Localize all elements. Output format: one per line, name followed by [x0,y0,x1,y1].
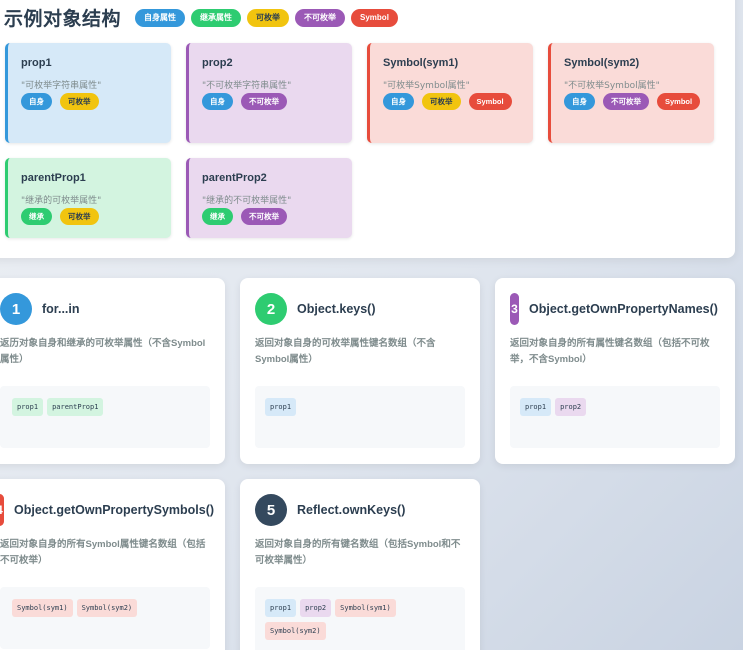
enumerable-badge: 可枚举 [60,208,99,225]
inherited-badge: 继承 [202,208,233,225]
result-chip: prop1 [12,398,44,416]
method-result: prop1 prop2 Symbol(sym1) Symbol(sym2) [255,587,465,650]
method-number-badge: 2 [255,293,287,325]
prop-name: parentProp1 [21,172,86,184]
result-chip: parentProp1 [47,398,104,416]
result-chip: Symbol(sym1) [335,599,396,617]
enumerable-badge: 可枚举 [422,93,461,110]
result-chip: prop1 [265,599,297,617]
prop-card-prop2: prop2 "不可枚举字符串属性" 自身 不可枚举 [186,43,352,143]
non-enumerable-badge: 不可枚举 [241,208,287,225]
method-desc: 返回对象自身的所有Symbol属性键名数组（包括不可枚举） [0,539,206,566]
page-title: 示例对象结构 [4,9,122,30]
method-desc: 返回对象自身的所有属性键名数组（包括不可枚举，不含Symbol） [510,338,710,365]
method-card-for-in: 1 for...in 返历对象自身和继承的可枚举属性（不含Symbol属性） p… [0,278,225,464]
non-enumerable-badge: 不可枚举 [603,93,649,110]
prop-desc: "不可枚举字符串属性" [202,81,292,91]
method-title: Reflect.ownKeys() [297,503,406,517]
inherited-badge: 继承 [21,208,52,225]
prop-name: prop1 [21,57,52,69]
prop-name: prop2 [202,57,233,69]
method-result: prop1 [255,386,465,448]
method-desc: 返回对象自身的可枚举属性键名数组（不含Symbol属性） [255,338,436,365]
prop-desc: "可枚举Symbol属性" [383,81,470,91]
result-chip: prop1 [265,398,297,416]
method-number-badge: 4 [0,494,4,526]
method-title: Object.keys() [297,302,376,316]
result-chip: prop1 [520,398,552,416]
method-number-badge: 1 [0,293,32,325]
enumerable-badge: 可枚举 [60,93,99,110]
own-badge: 自身 [21,93,52,110]
method-number-badge: 5 [255,494,287,526]
prop-desc: "可枚举字符串属性" [21,81,102,91]
method-card-get-own-property-symbols: 4 Object.getOwnPropertySymbols() 返回对象自身的… [0,479,225,650]
method-title: Object.getOwnPropertyNames() [529,302,718,316]
own-badge: 自身 [383,93,414,110]
legend-non-enumerable-badge: 不可枚举 [295,8,346,27]
method-result: prop1 parentProp1 [0,386,210,448]
prop-card-sym1: Symbol(sym1) "可枚举Symbol属性" 自身 可枚举 Symbol [367,43,533,143]
method-title: for...in [42,302,80,316]
own-badge: 自身 [564,93,595,110]
result-chip: Symbol(sym2) [265,622,326,640]
method-title: Object.getOwnPropertySymbols() [14,503,215,517]
prop-desc: "继承的可枚举属性" [21,196,102,206]
prop-name: parentProp2 [202,172,267,184]
symbol-badge: Symbol [657,93,701,110]
result-chip: prop2 [300,599,332,617]
prop-name: Symbol(sym2) [564,57,640,69]
legend-inherited-badge: 继承属性 [191,8,242,27]
result-chip: prop2 [555,398,587,416]
prop-card-prop1: prop1 "可枚举字符串属性" 自身 可枚举 [5,43,171,143]
result-chip: Symbol(sym1) [12,599,73,617]
method-card-object-keys: 2 Object.keys() 返回对象自身的可枚举属性键名数组（不含Symbo… [240,278,480,464]
method-card-get-own-property-names: 3 Object.getOwnPropertyNames() 返回对象自身的所有… [495,278,735,464]
symbol-badge: Symbol [468,93,512,110]
method-desc: 返回对象自身的所有键名数组（包括Symbol和不可枚举属性） [255,539,461,566]
prop-desc: "继承的不可枚举属性" [202,196,292,206]
prop-card-parentprop2: parentProp2 "继承的不可枚举属性" 继承 不可枚举 [186,158,352,238]
legend-own-badge: 自身属性 [135,8,186,27]
method-desc: 返历对象自身和继承的可枚举属性（不含Symbol属性） [0,338,206,365]
prop-name: Symbol(sym1) [383,57,459,69]
prop-card-sym2: Symbol(sym2) "不可枚举Symbol属性" 自身 不可枚举 Symb… [548,43,714,143]
prop-desc: "不可枚举Symbol属性" [564,81,660,91]
legend-symbol-badge: Symbol [351,8,398,27]
method-result: prop1 prop2 [510,386,720,448]
method-number-badge: 3 [510,293,519,325]
title-row: 示例对象结构 自身属性 继承属性 可枚举 不可枚举 Symbol [4,4,398,31]
non-enumerable-badge: 不可枚举 [241,93,287,110]
method-card-reflect-own-keys: 5 Reflect.ownKeys() 返回对象自身的所有键名数组（包括Symb… [240,479,480,650]
method-result: Symbol(sym1) Symbol(sym2) [0,587,210,649]
prop-card-parentprop1: parentProp1 "继承的可枚举属性" 继承 可枚举 [5,158,171,238]
result-chip: Symbol(sym2) [76,599,138,617]
own-badge: 自身 [202,93,233,110]
legend-enumerable-badge: 可枚举 [247,8,290,27]
